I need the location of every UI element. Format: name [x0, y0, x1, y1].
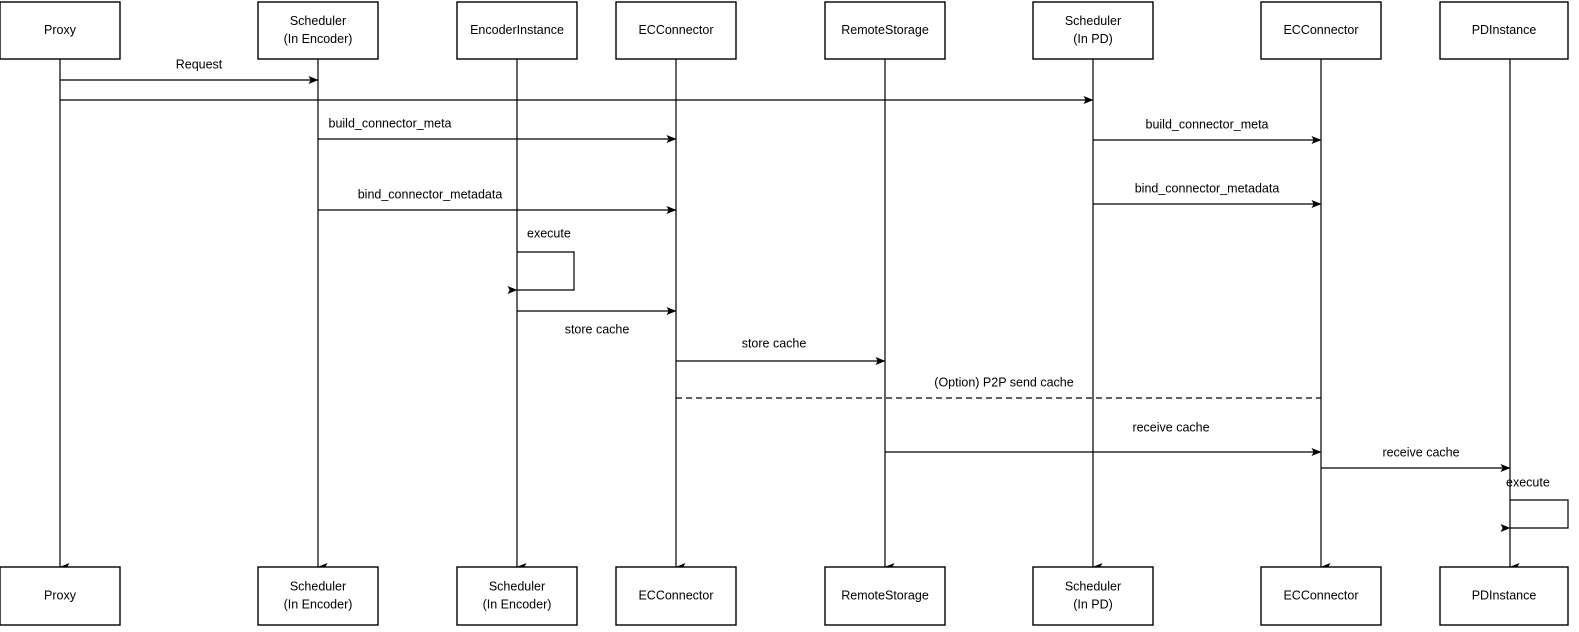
participant-label: RemoteStorage — [841, 588, 929, 602]
message-m1[interactable]: Request — [60, 57, 319, 84]
participant-box-frame — [1032, 1, 1154, 60]
self-message-label: execute — [527, 226, 571, 240]
participant-box-bottom-pdinstance[interactable]: PDInstance — [1439, 566, 1569, 626]
participant-box-frame — [257, 566, 379, 626]
participant-label: ECConnector — [1283, 588, 1358, 602]
participant-label-line1: Scheduler — [290, 14, 346, 28]
participant-box-top-ecconnector-enc[interactable]: ECConnector — [615, 1, 737, 60]
self-message-arrow — [1500, 499, 1569, 532]
participant-label: PDInstance — [1472, 588, 1537, 602]
participant-label-line1: Scheduler — [1065, 579, 1121, 593]
message-m6[interactable]: bind_connector_metadata — [1093, 181, 1322, 208]
message-label: (Option) P2P send cache — [934, 375, 1073, 389]
participant-label: RemoteStorage — [841, 23, 929, 37]
bottom-participant-boxes: Proxy Scheduler (In Encoder) Scheduler (In E… — [0, 566, 1569, 626]
participant-box-frame — [1439, 566, 1569, 626]
participant-box-frame — [824, 566, 946, 626]
participant-label-line1: Scheduler — [489, 579, 545, 593]
participant-box-bottom-ecconnector-pd[interactable]: ECConnector — [1260, 566, 1382, 626]
participant-box-bottom-remotestorage[interactable]: RemoteStorage — [824, 566, 946, 626]
participant-box-frame — [1260, 566, 1382, 626]
participant-box-frame — [0, 566, 121, 626]
participant-box-frame — [456, 1, 578, 60]
participant-box-bottom-proxy[interactable]: Proxy — [0, 566, 121, 626]
message-m8[interactable]: store cache — [676, 336, 886, 365]
participant-box-frame — [456, 566, 578, 626]
participant-box-top-proxy[interactable]: Proxy — [0, 1, 121, 60]
message-label: Request — [176, 57, 223, 71]
self-message-label: execute — [1506, 475, 1550, 489]
participant-box-bottom-encoderinstance[interactable]: Scheduler (In Encoder) — [456, 566, 578, 626]
participant-label: Proxy — [44, 23, 77, 37]
participant-label-line1: Scheduler — [290, 579, 346, 593]
participant-label-line2: (In PD) — [1073, 32, 1113, 46]
participant-label-line2: (In Encoder) — [284, 32, 353, 46]
participant-label-line1: Scheduler — [1065, 14, 1121, 28]
participant-box-frame — [1260, 1, 1382, 60]
participant-box-top-encoderinstance[interactable]: EncoderInstance — [456, 1, 578, 60]
self-message-s2[interactable]: execute — [1500, 475, 1569, 532]
participant-label-line2: (In Encoder) — [483, 597, 552, 611]
participant-label: PDInstance — [1472, 23, 1537, 37]
message-m10[interactable]: receive cache — [885, 420, 1322, 456]
participant-box-frame — [615, 566, 737, 626]
participant-box-top-scheduler-enc[interactable]: Scheduler (In Encoder) — [257, 1, 379, 60]
message-label: bind_connector_metadata — [358, 187, 503, 201]
participant-label-line2: (In Encoder) — [284, 597, 353, 611]
message-label: build_connector_meta — [1146, 117, 1269, 131]
message-m9[interactable]: (Option) P2P send cache — [676, 375, 1321, 399]
lifelines-layer — [59, 59, 1520, 571]
messages-layer: Request build_connector_meta build_connect… — [60, 57, 1511, 472]
participant-box-bottom-ecconnector-enc[interactable]: ECConnector — [615, 566, 737, 626]
participant-box-frame — [1032, 566, 1154, 626]
message-label: build_connector_meta — [329, 116, 452, 130]
participant-label: ECConnector — [1283, 23, 1358, 37]
participant-label: Proxy — [44, 588, 77, 602]
participant-box-frame — [1439, 1, 1569, 60]
participant-label-line2: (In PD) — [1073, 597, 1113, 611]
message-m11[interactable]: receive cache — [1321, 445, 1511, 472]
message-m7[interactable]: store cache — [517, 307, 677, 336]
message-label: store cache — [742, 336, 807, 350]
participant-box-bottom-scheduler-enc[interactable]: Scheduler (In Encoder) — [257, 566, 379, 626]
message-label: bind_connector_metadata — [1135, 181, 1280, 195]
message-m5[interactable]: bind_connector_metadata — [318, 187, 677, 214]
participant-box-frame — [615, 1, 737, 60]
participant-box-frame — [0, 1, 121, 60]
message-label: receive cache — [1132, 420, 1209, 434]
message-label: store cache — [565, 322, 630, 336]
participant-box-top-remotestorage[interactable]: RemoteStorage — [824, 1, 946, 60]
participant-label: ECConnector — [638, 588, 713, 602]
self-message-arrow — [507, 251, 575, 294]
message-m3[interactable]: build_connector_meta — [318, 116, 677, 143]
participant-label: ECConnector — [638, 23, 713, 37]
participant-box-top-scheduler-pd[interactable]: Scheduler (In PD) — [1032, 1, 1154, 60]
participant-box-frame — [257, 1, 379, 60]
participant-box-top-pdinstance[interactable]: PDInstance — [1439, 1, 1569, 60]
participant-box-frame — [824, 1, 946, 60]
participant-box-top-ecconnector-pd[interactable]: ECConnector — [1260, 1, 1382, 60]
participant-box-bottom-scheduler-pd[interactable]: Scheduler (In PD) — [1032, 566, 1154, 626]
self-messages-layer: execute execute — [507, 226, 1569, 532]
message-label: receive cache — [1382, 445, 1459, 459]
message-m4[interactable]: build_connector_meta — [1093, 117, 1322, 144]
top-participant-boxes: Proxy Scheduler (In Encoder) EncoderInstanc… — [0, 1, 1569, 60]
self-message-s1[interactable]: execute — [507, 226, 575, 294]
participant-label: EncoderInstance — [470, 23, 564, 37]
